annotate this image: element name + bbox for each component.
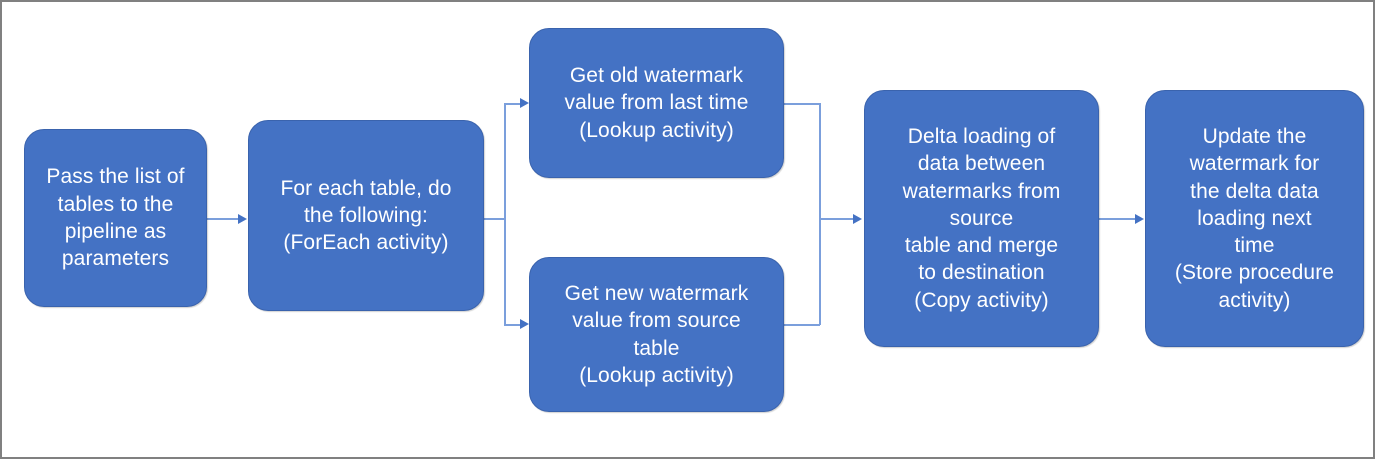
node-get-new-watermark[interactable]: Get new watermark value from source tabl…	[529, 257, 784, 412]
edge-for-each-to-new-watermark	[504, 324, 521, 326]
node-pass-tables[interactable]: Pass the list of tables to the pipeline …	[24, 129, 207, 307]
node-get-old-watermark-label: Get old watermark value from last time (…	[564, 64, 749, 142]
edge-pass-tables-to-for-each	[207, 218, 239, 220]
edge-pass-tables-to-for-each-arrowhead	[238, 214, 247, 224]
edge-new-watermark-to-merge	[784, 324, 820, 326]
edge-merge-riser	[819, 103, 821, 325]
node-update-watermark[interactable]: Update the watermark for the delta data …	[1145, 90, 1364, 347]
node-update-watermark-label: Update the watermark for the delta data …	[1174, 124, 1335, 312]
edge-delta-loading-to-update-watermark-arrowhead	[1135, 214, 1144, 224]
node-get-old-watermark[interactable]: Get old watermark value from last time (…	[529, 28, 784, 178]
edge-for-each-to-old-watermark	[504, 103, 521, 105]
node-pass-tables-label: Pass the list of tables to the pipeline …	[46, 165, 185, 271]
edge-merge-to-delta-loading-arrowhead	[853, 214, 862, 224]
node-delta-loading-label: Delta loading of data between watermarks…	[902, 124, 1061, 312]
node-get-new-watermark-label: Get new watermark value from source tabl…	[564, 281, 749, 387]
node-for-each-table[interactable]: For each table, do the following: (ForEa…	[248, 120, 484, 311]
edge-merge-to-delta-loading	[819, 218, 855, 220]
edge-for-each-stem	[484, 218, 505, 220]
edge-old-watermark-to-merge	[784, 103, 820, 105]
node-delta-loading[interactable]: Delta loading of data between watermarks…	[864, 90, 1099, 347]
edge-delta-loading-to-update-watermark	[1099, 218, 1136, 220]
node-for-each-table-label: For each table, do the following: (ForEa…	[280, 176, 452, 255]
edge-for-each-to-old-watermark-arrowhead	[520, 98, 529, 108]
edge-for-each-to-new-watermark-arrowhead	[520, 319, 529, 329]
edge-for-each-branch-riser	[504, 103, 506, 325]
